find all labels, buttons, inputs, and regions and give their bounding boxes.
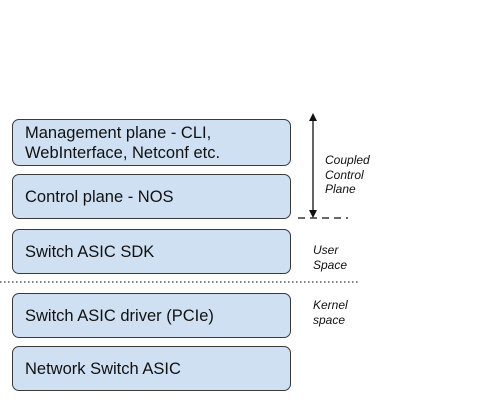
switch-asic-driver-label: Switch ASIC driver (PCIe)	[25, 306, 214, 325]
control-plane-label: Control plane - NOS	[25, 187, 174, 206]
kernel-space-note: Kernel space	[313, 298, 348, 327]
user-space-note: User Space	[313, 243, 348, 272]
switch-asic-sdk-layer: Switch ASIC SDK	[12, 229, 291, 274]
management-plane-label: Management plane - CLI, WebInterface, Ne…	[25, 123, 221, 162]
switch-asic-sdk-label: Switch ASIC SDK	[25, 242, 155, 261]
coupled-control-plane-note: Coupled Control Plane	[325, 153, 370, 196]
network-switch-asic-layer: Network Switch ASIC	[12, 346, 291, 391]
control-plane-layer: Control plane - NOS	[12, 174, 291, 219]
switch-asic-driver-layer: Switch ASIC driver (PCIe)	[12, 293, 291, 338]
network-switch-asic-label: Network Switch ASIC	[25, 359, 181, 378]
management-plane-layer: Management plane - CLI, WebInterface, Ne…	[12, 119, 291, 166]
